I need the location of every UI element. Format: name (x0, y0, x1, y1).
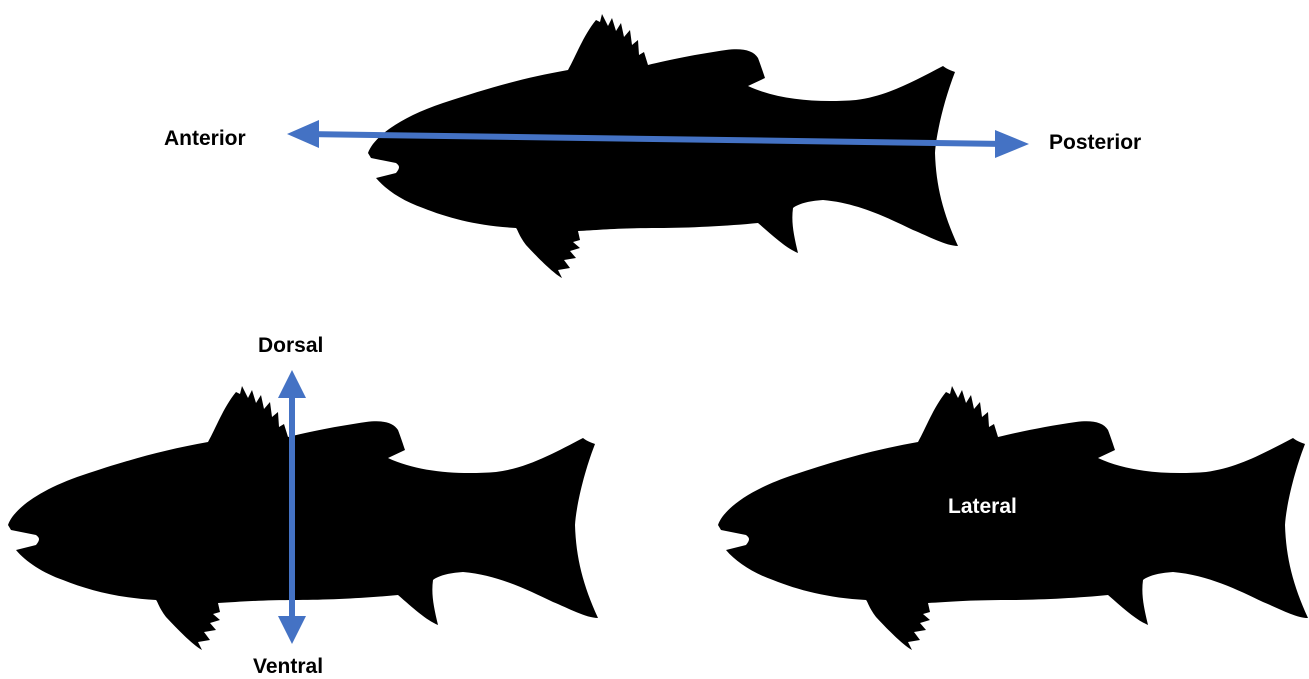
ventral-label: Ventral (253, 656, 323, 677)
anterior-posterior-arrow-icon (285, 118, 1045, 162)
dorsal-label: Dorsal (258, 335, 323, 356)
dorsal-ventral-arrow-icon (275, 368, 309, 648)
fish-silhouette-icon (718, 380, 1309, 660)
posterior-label: Posterior (1049, 132, 1141, 153)
anterior-label: Anterior (164, 128, 246, 149)
lateral-label: Lateral (948, 496, 1017, 517)
